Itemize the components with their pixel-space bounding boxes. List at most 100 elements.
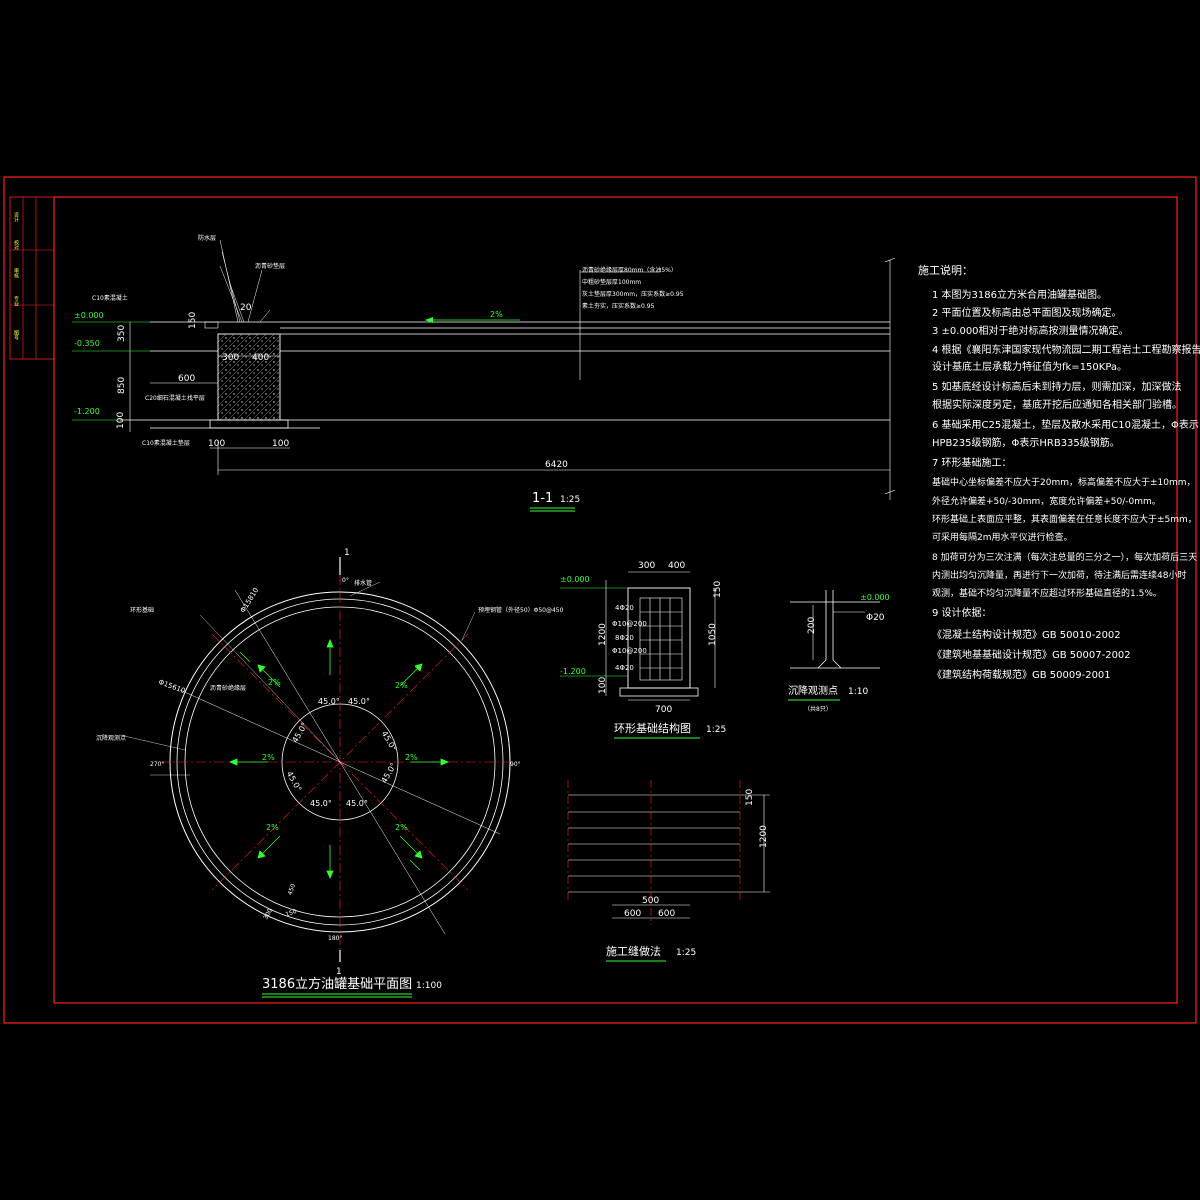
construction-joint: 150 1200 500 600 600 施工缝做法 1:25	[567, 780, 770, 962]
notes-line-1: 1 本图为3186立方米合用油罐基础图。	[932, 288, 1107, 301]
dim-6420: 6420	[545, 460, 568, 470]
joint-dim-600b: 600	[658, 909, 675, 919]
notes-line-18: 9 设计依据：	[932, 606, 992, 619]
section-title: 1-1	[532, 491, 553, 506]
settle-dim-200: 200	[807, 617, 817, 634]
callout-c10: C10素混凝土	[92, 294, 128, 302]
ring-scale: 1:25	[706, 725, 726, 735]
inner-frame	[53, 196, 1178, 1004]
notes-line-5: 设计基底土层承载力特征值为fk=150KPa。	[932, 360, 1127, 373]
notes-line-8: 6 基础采用C25混凝土，垫层及散水采用C10混凝土，Φ表示	[932, 418, 1199, 431]
ring-bar-4: Φ10@200	[612, 647, 647, 655]
callout-sand: 沥青砂垫层	[255, 262, 285, 270]
notes-line-11: 基础中心坐标偏差不应大于20mm，标高偏差不应大于±10mm，	[932, 476, 1196, 488]
dim-150: 150	[285, 908, 298, 919]
plan-title: 3186立方油罐基础平面图	[262, 976, 412, 992]
joint-scale: 1:25	[676, 948, 696, 958]
ring-bar-1: 4Φ20	[615, 604, 634, 612]
construction-notes: 施工说明： 1 本图为3186立方米合用油罐基础图。 2 平面位置及标高由总平面…	[918, 263, 1200, 681]
ring-dim-700: 700	[655, 705, 672, 715]
title-cell-1: 设计	[13, 211, 19, 223]
ring-dim-400: 400	[668, 561, 685, 571]
section-mark-bottom: 1	[336, 967, 342, 977]
layer-1: 沥青砂绝缘层厚80mm（含油5%）	[582, 266, 677, 274]
ring-bar-3: 8Φ20	[615, 634, 634, 642]
title-cell-3: 审核	[13, 267, 19, 279]
ring-elev-top: ±0.000	[560, 575, 590, 584]
deg-90: 90°	[510, 761, 521, 768]
ring-dim-1200: 1200	[598, 623, 608, 646]
notes-line-20: 《建筑地基基础设计规范》GB 50007-2002	[932, 648, 1131, 661]
ring-dim-150: 150	[713, 581, 723, 598]
plan-slope-sw: 2%	[266, 823, 279, 832]
plan-view: 2% 2% 2% 2% 2% 2% 45.0° 45.0° 45.0° 45.0…	[96, 548, 564, 998]
plan-slope-e: 2%	[405, 753, 418, 762]
title-cell-5: 图号	[13, 330, 19, 341]
angle-4: 45.0°	[380, 730, 399, 753]
deg-180: 180°	[328, 935, 342, 942]
ring-elev-bottom: -1.200	[560, 667, 586, 676]
layer-4: 素土夯实，压实系数≥0.95	[582, 302, 655, 310]
settle-scale: 1:10	[848, 687, 868, 697]
notes-title: 施工说明：	[918, 263, 973, 277]
notes-line-17: 观测，基础不均匀沉降量不应超过环形基础直径的1.5%。	[932, 587, 1162, 599]
dim-850: 850	[117, 377, 127, 394]
deg-0: 0°	[342, 577, 349, 584]
notes-line-12: 外径允许偏差+50/-30mm，宽度允许偏差+50/-0mm。	[932, 495, 1161, 507]
ring-dim-100: 100	[598, 677, 608, 694]
ring-beam-section	[217, 333, 281, 421]
plan-slope-se: 2%	[395, 823, 408, 832]
outer-frame	[3, 176, 1197, 1024]
note-ring: 环形基础	[130, 606, 154, 614]
callout-c20: C20细石混凝土找平层	[145, 394, 205, 402]
dim-300: 300	[222, 353, 239, 363]
dim-450: 450	[287, 883, 298, 896]
joint-dim-1200: 1200	[759, 825, 769, 848]
dim-100-a: 100	[208, 439, 225, 449]
dim-400: 400	[252, 353, 269, 363]
dim-150: 150	[188, 312, 198, 329]
notes-line-2: 2 平面位置及标高由总平面图及现场确定。	[932, 306, 1122, 319]
settle-subtitle: （共8只）	[804, 705, 832, 713]
settle-elev: ±0.000	[860, 593, 890, 602]
callout-c10-cushion: C10素混凝土垫层	[142, 439, 190, 447]
section-mark-top: 1	[344, 548, 350, 558]
settle-title: 沉降观测点	[788, 684, 838, 697]
joint-dim-600a: 600	[624, 909, 641, 919]
joint-title: 施工缝做法	[606, 944, 661, 958]
settle-bar: Φ20	[866, 613, 885, 623]
notes-line-21: 《建筑结构荷载规范》GB 50009-2001	[932, 668, 1111, 681]
plan-slope-w: 2%	[262, 753, 275, 762]
ring-title: 环形基础结构图	[614, 721, 691, 735]
elev-bottom: -1.200	[74, 407, 100, 416]
ring-bar-5: 4Φ20	[615, 664, 634, 672]
ring-bar-2: Φ10@200	[612, 620, 647, 628]
notes-line-16: 内测出均匀沉降量，再进行下一次加荷，待注满后需连续48小时	[932, 569, 1186, 581]
plan-scale: 1:100	[416, 981, 442, 991]
note-drain: 排水管	[354, 579, 372, 587]
layer-2: 中粗砂垫层厚100mm	[582, 278, 641, 286]
notes-line-14: 可采用每隔2m用水平仪进行检查。	[932, 531, 1073, 543]
notes-line-19: 《混凝土结构设计规范》GB 50010-2002	[932, 628, 1121, 641]
title-cell-4: 专业	[13, 295, 19, 306]
dim-100-left: 100	[116, 412, 126, 429]
callout-waterproof: 防水层	[198, 234, 216, 242]
dia-outer: Φ15810	[239, 586, 261, 614]
notes-line-15: 8 加荷可分为三次注满（每次注总量的三分之一），每次加荷后三天	[932, 551, 1197, 563]
settle-point: ±0.000 200 Φ20 沉降观测点 1:10 （共8只）	[788, 590, 890, 713]
angle-3: 45.0°	[291, 721, 310, 744]
notes-line-7: 根据实际深度另定，基底开挖后应通知各相关部门验槽。	[932, 398, 1182, 411]
angle-5: 45.0°	[285, 770, 304, 793]
notes-line-4: 4 根据《襄阳东津国家现代物流园二期工程岩土工程勘察报告》	[932, 343, 1200, 356]
dim-20: 20	[240, 303, 252, 313]
notes-line-6: 5 如基底经设计标高后未到持力层，则需加深，加深做法	[932, 380, 1182, 393]
angle-8: 45.0°	[346, 799, 368, 808]
plan-slope-nw: 2%	[268, 678, 281, 687]
dia-inner: Φ15610	[157, 678, 186, 695]
layer-3: 灰土垫层厚300mm，压实系数≥0.95	[582, 290, 684, 298]
elev-mid: -0.350	[74, 339, 100, 348]
ring-dim-1050: 1050	[708, 623, 718, 646]
notes-line-3: 3 ±0.000相对于绝对标高按测量情况确定。	[932, 324, 1129, 337]
deg-270: 270°	[150, 761, 164, 768]
